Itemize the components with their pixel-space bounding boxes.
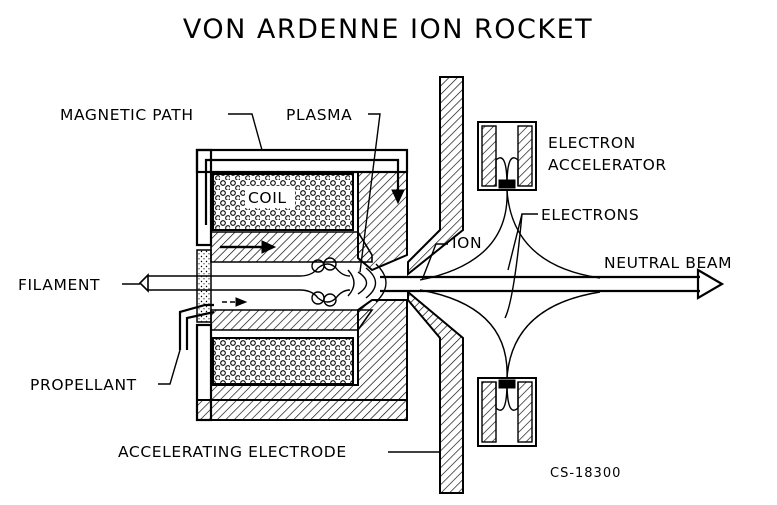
propellant-leader	[158, 349, 181, 385]
accelerating-electrode-label: ACCELERATING ELECTRODE	[118, 443, 347, 461]
coil-upper	[212, 173, 354, 231]
electrons-label: ELECTRONS	[541, 206, 639, 224]
neutral-beam-arrow	[380, 268, 725, 300]
magnetic-path-yoke	[195, 148, 409, 422]
electron-accelerator-bottom	[477, 377, 537, 447]
propellant-feed-pipe	[178, 303, 214, 350]
electron-accelerator-top	[477, 121, 537, 191]
plasma-region	[357, 263, 387, 303]
plasma-leader	[359, 113, 381, 273]
electron-trajectories	[419, 189, 601, 379]
filament-label: FILAMENT	[18, 276, 100, 294]
coil-lower	[212, 337, 354, 385]
magnetic-path-label: MAGNETIC PATH	[60, 106, 194, 124]
electrons-leader-2	[504, 213, 523, 319]
diagram-title: VON ARDENNE ION ROCKET	[183, 14, 593, 45]
filament	[138, 257, 355, 307]
magnetic-path-leader	[228, 113, 263, 151]
electrons-leader-1	[507, 213, 538, 271]
electron-accelerator-label-line2: ACCELERATOR	[548, 156, 667, 174]
plasma-label: PLASMA	[286, 106, 352, 124]
accelerating-electrode	[407, 76, 464, 494]
insulator-block	[196, 249, 212, 323]
ion-label: ION	[452, 234, 482, 252]
neutral-beam-label: NEUTRAL BEAM	[604, 254, 732, 272]
figure-code: CS-18300	[550, 466, 621, 481]
ion-leader	[421, 243, 448, 281]
coil-label: COIL	[248, 189, 287, 207]
propellant-label: PROPELLANT	[30, 376, 137, 394]
electron-accelerator-label-line1: ELECTRON	[548, 134, 636, 152]
